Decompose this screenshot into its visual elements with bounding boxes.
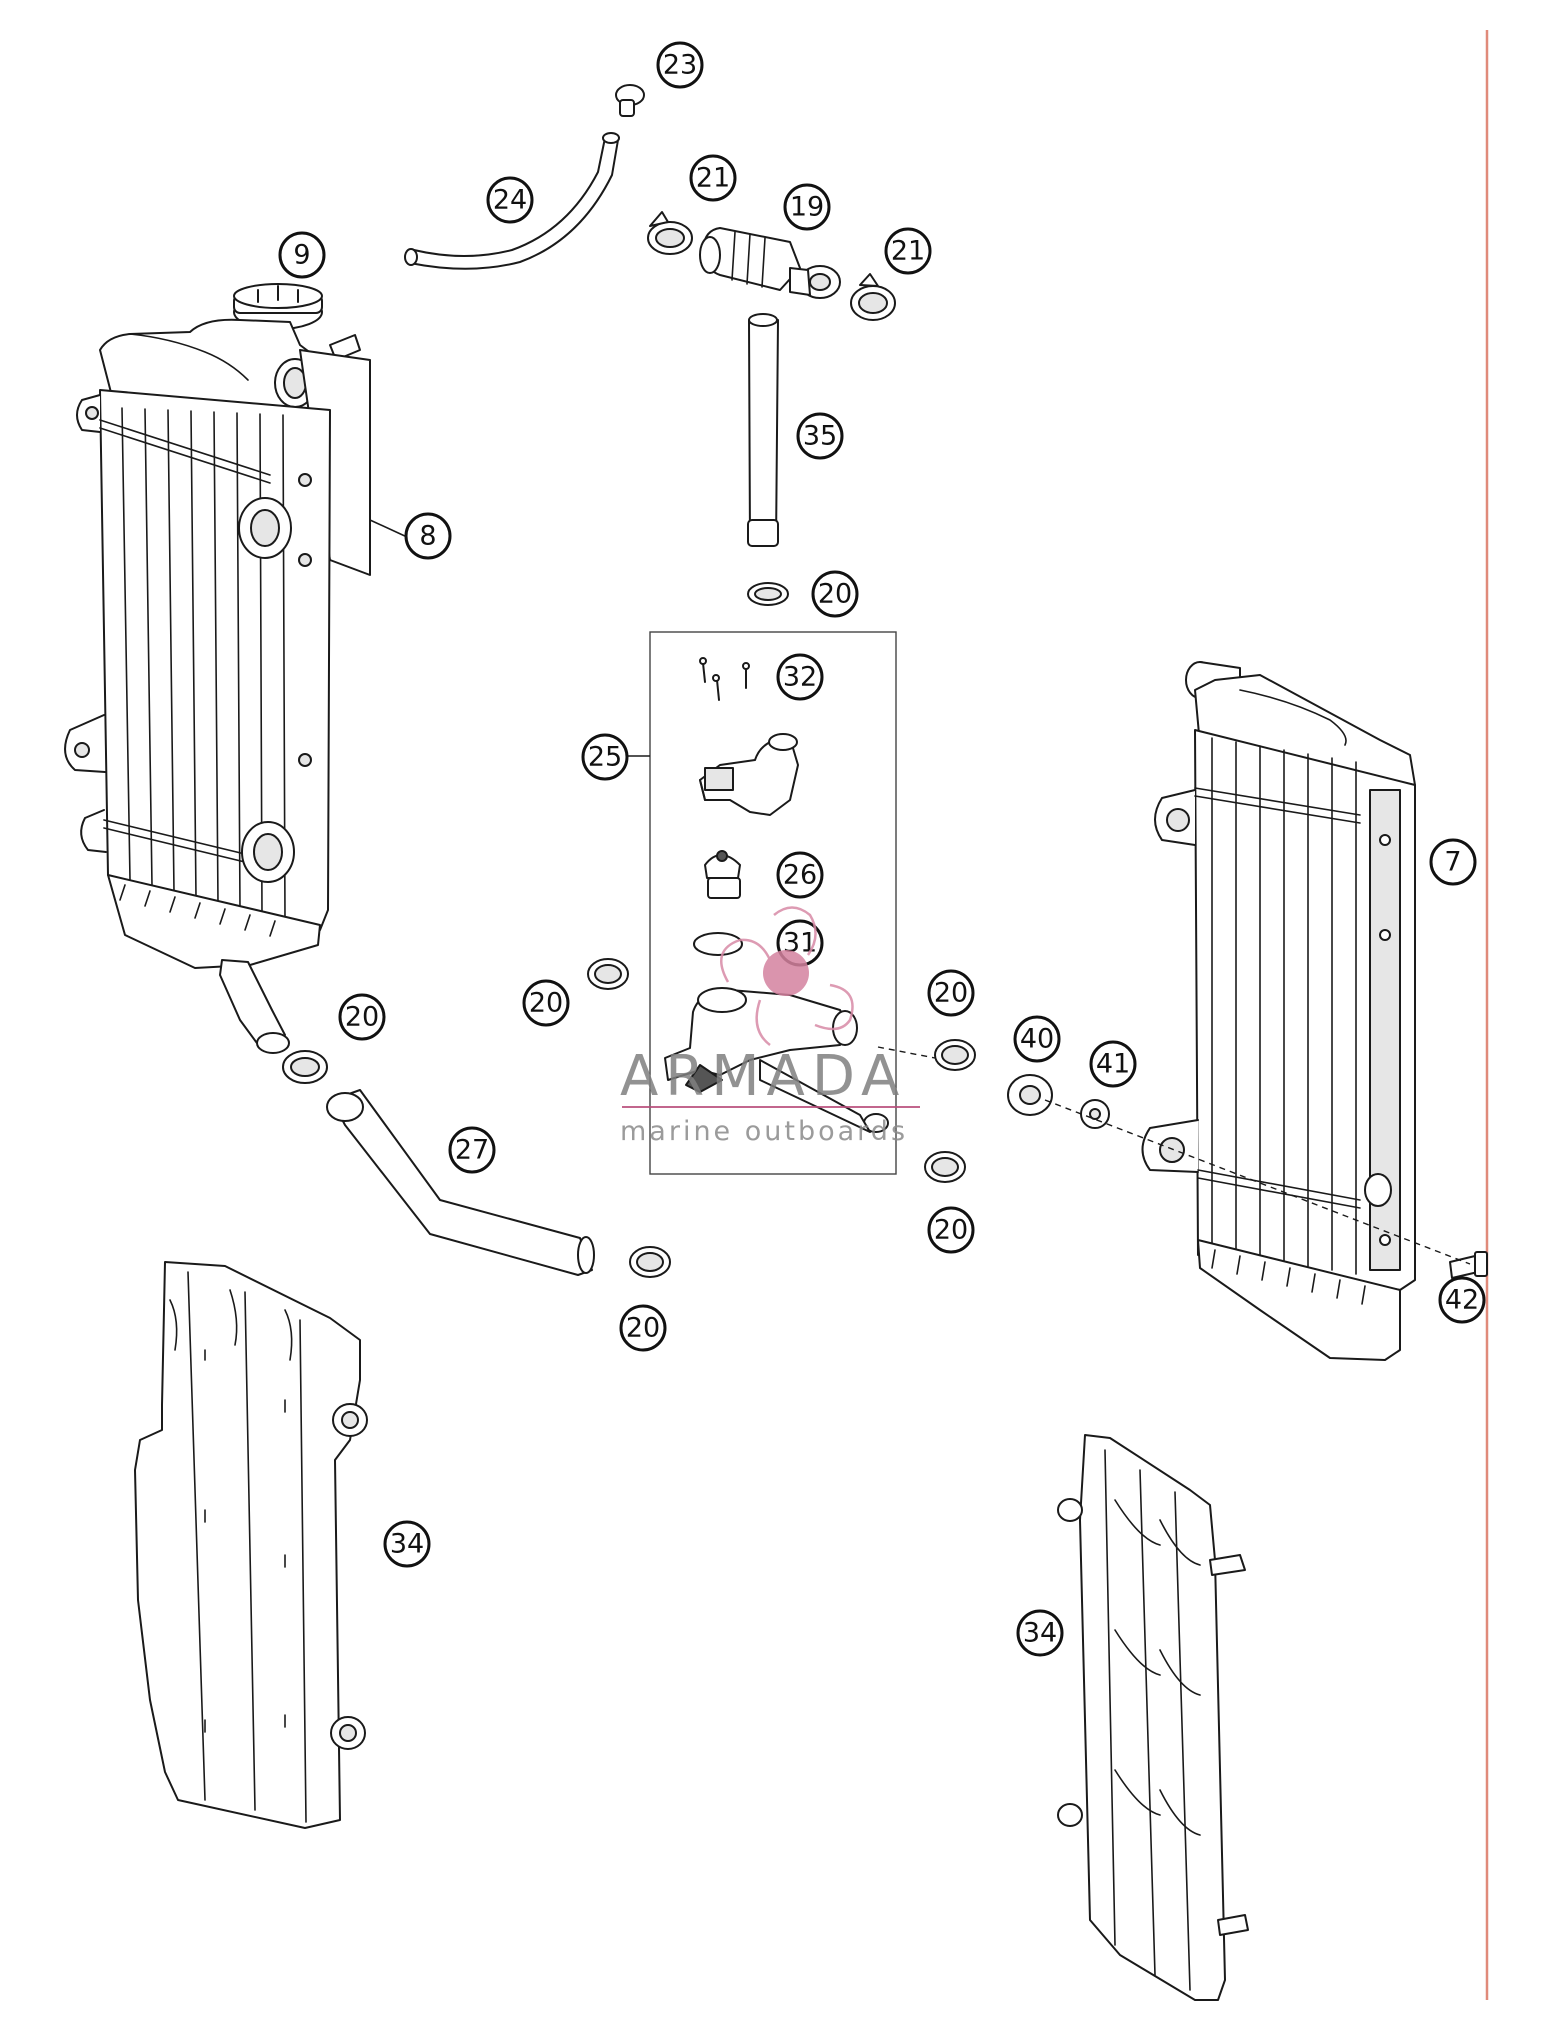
callout-34: 34 <box>383 1520 431 1568</box>
right-radiator <box>1141 661 1416 1361</box>
left-radiator-bottom-ribs <box>119 884 276 937</box>
right-radiator-bottom-ribs <box>1211 1249 1366 1305</box>
coolant-pipe <box>747 313 779 547</box>
hose-clamp-housing-bottom <box>924 1151 966 1183</box>
small-hose-clamp <box>615 84 645 117</box>
callout-20: 20 <box>619 1304 667 1352</box>
callout-7: 7 <box>1429 838 1477 886</box>
thermostat-housing-cover <box>699 733 799 816</box>
left-radiator-fins <box>99 407 286 921</box>
thermostat-group-box <box>649 631 897 1175</box>
callout-8: 8 <box>404 512 452 560</box>
svg-text:34: 34 <box>390 1529 424 1560</box>
left-radiator-shroud <box>134 1261 368 1829</box>
watermark-tagline: marine outboards <box>620 1116 908 1147</box>
hose-clamp-upper-left <box>647 211 693 255</box>
callout-21: 21 <box>884 227 932 275</box>
overflow-hose <box>404 132 620 270</box>
hose-clamp-upper-right <box>850 273 896 321</box>
svg-text:42: 42 <box>1445 1285 1479 1316</box>
svg-text:8: 8 <box>419 521 436 552</box>
callout-9: 9 <box>278 231 326 279</box>
callout-25: 25 <box>581 733 629 781</box>
svg-text:32: 32 <box>783 662 817 693</box>
callout-35: 35 <box>796 412 844 460</box>
thermostat <box>704 850 741 899</box>
callout-20: 20 <box>927 1206 975 1254</box>
callout-20: 20 <box>338 993 386 1041</box>
callout-42: 42 <box>1438 1276 1486 1324</box>
o-ring <box>693 932 743 956</box>
callout-26: 26 <box>776 851 824 899</box>
hose-clamp-radiator-outlet <box>282 1050 328 1084</box>
svg-text:21: 21 <box>891 236 925 267</box>
svg-text:34: 34 <box>1023 1618 1057 1649</box>
callout-32: 32 <box>776 653 824 701</box>
right-radiator-shroud <box>1057 1434 1249 2001</box>
watermark: ARMADA marine outboards <box>620 906 920 1147</box>
mounting-bolt <box>1449 1251 1488 1279</box>
svg-text:20: 20 <box>934 1215 968 1246</box>
callout-41: 41 <box>1089 1040 1137 1088</box>
thermostat-housing-screws <box>699 657 750 701</box>
svg-text:35: 35 <box>803 421 837 452</box>
svg-text:21: 21 <box>696 163 730 194</box>
svg-text:25: 25 <box>588 742 622 773</box>
svg-text:24: 24 <box>493 185 527 216</box>
watermark-brand: ARMADA <box>620 1044 906 1109</box>
callout-20: 20 <box>811 570 859 618</box>
callout-20: 20 <box>927 969 975 1017</box>
hose-clamp-pipe <box>747 582 789 606</box>
svg-text:27: 27 <box>455 1135 489 1166</box>
svg-text:20: 20 <box>818 579 852 610</box>
hose-clamp-lower-hose <box>629 1246 671 1278</box>
svg-text:41: 41 <box>1096 1049 1130 1080</box>
callout-27: 27 <box>448 1126 496 1174</box>
callout-34: 34 <box>1016 1609 1064 1657</box>
hose-connector <box>699 227 841 299</box>
svg-text:7: 7 <box>1444 847 1461 878</box>
hose-clamp-housing-left <box>587 958 629 990</box>
svg-text:19: 19 <box>790 192 824 223</box>
callout-23: 23 <box>656 41 704 89</box>
callout-21: 21 <box>689 154 737 202</box>
callout-24: 24 <box>486 176 534 224</box>
watermark-logo <box>720 906 854 1046</box>
svg-text:9: 9 <box>293 240 310 271</box>
hose-clamp-housing-right <box>934 1039 976 1071</box>
svg-text:20: 20 <box>626 1313 660 1344</box>
lower-radiator-hose <box>326 1089 595 1276</box>
callout-40: 40 <box>1013 1015 1061 1063</box>
leader-lines <box>369 519 1471 1265</box>
svg-text:40: 40 <box>1020 1024 1054 1055</box>
rubber-grommet <box>1007 1074 1053 1116</box>
callout-20: 20 <box>522 979 570 1027</box>
svg-text:23: 23 <box>663 50 697 81</box>
left-radiator <box>64 283 371 1054</box>
svg-text:20: 20 <box>934 978 968 1009</box>
washer <box>1080 1099 1110 1129</box>
svg-text:20: 20 <box>529 988 563 1019</box>
svg-text:20: 20 <box>345 1002 379 1033</box>
callout-19: 19 <box>783 183 831 231</box>
svg-text:26: 26 <box>783 860 817 891</box>
